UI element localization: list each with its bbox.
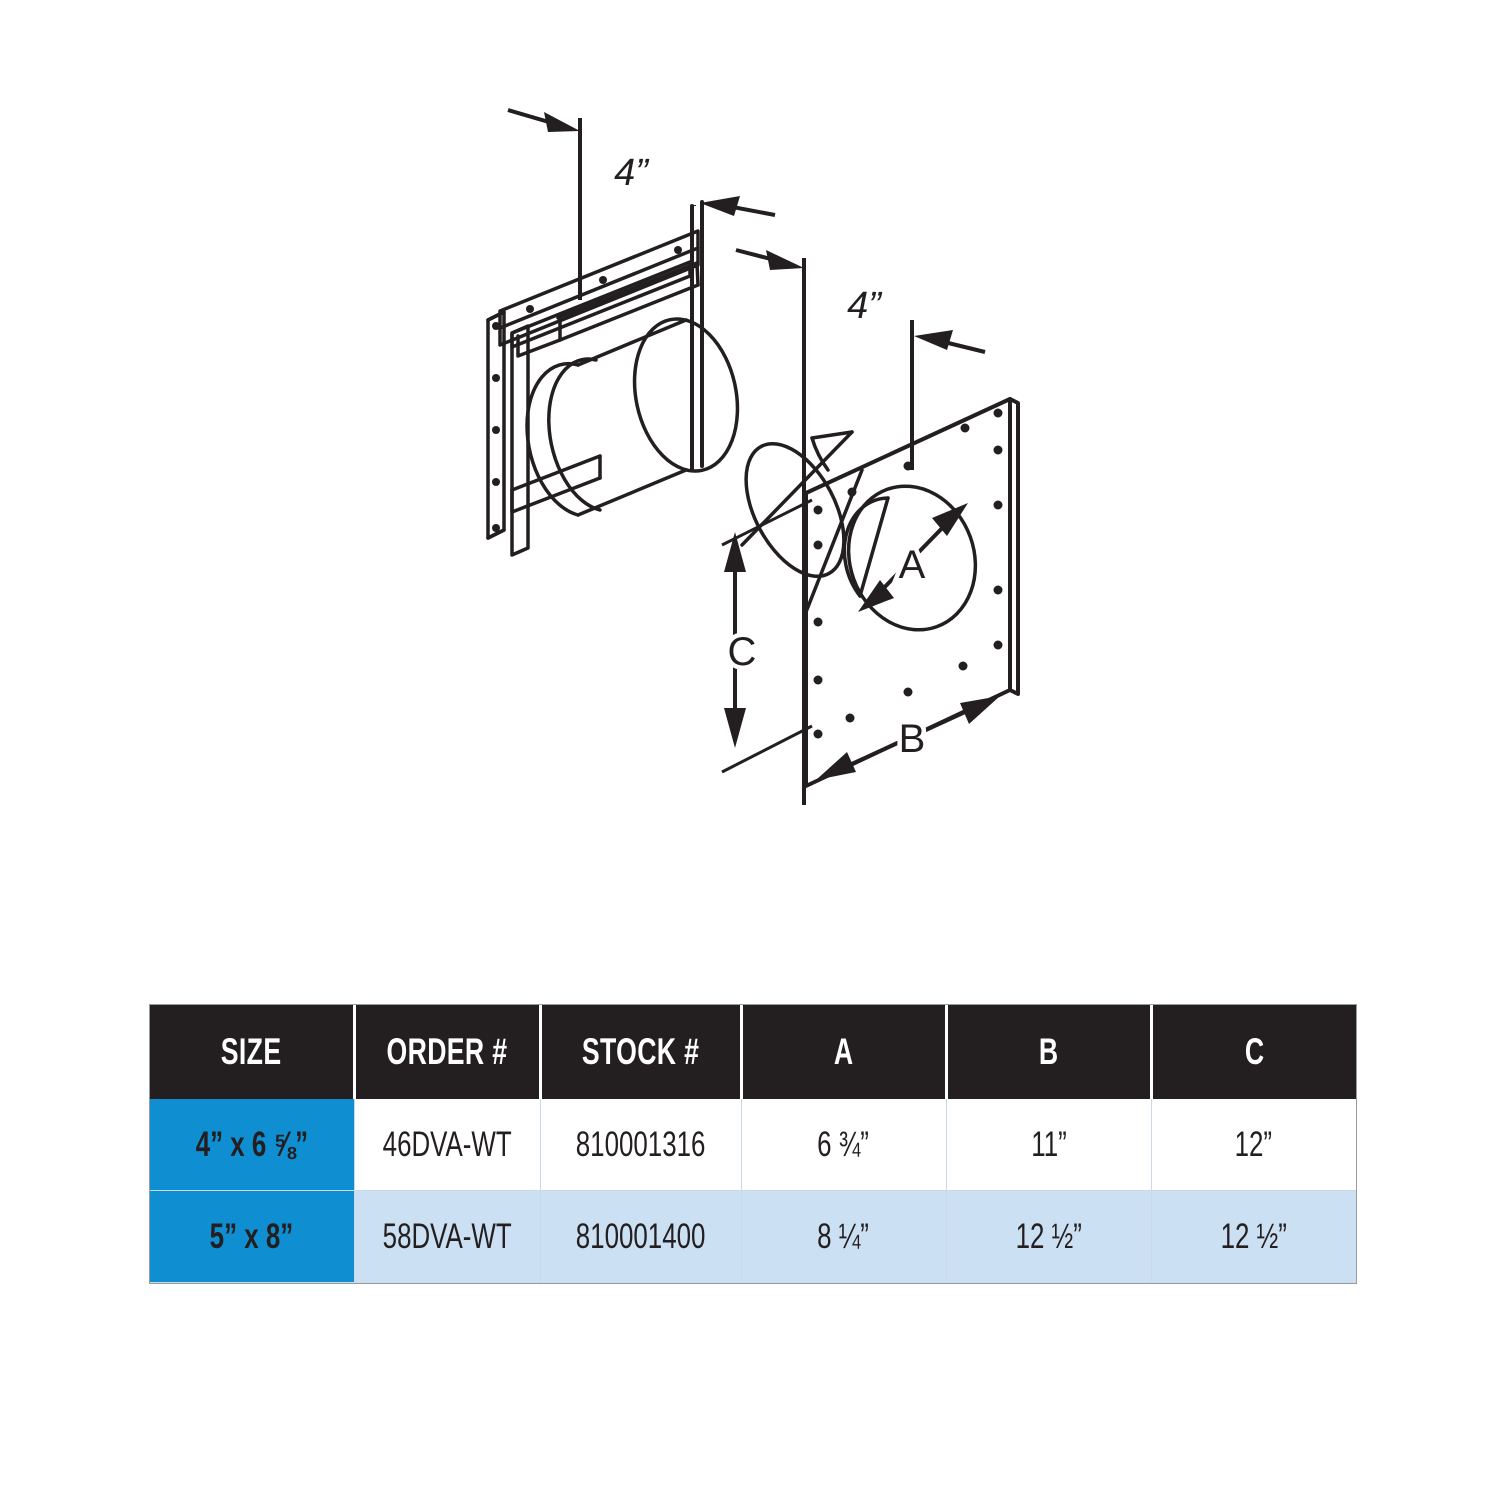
cell-c: 12 ½” xyxy=(1151,1190,1356,1283)
left-plate-screw-holes xyxy=(492,322,500,532)
column-header-c-label: C xyxy=(1244,1031,1265,1072)
dimension-label-A: A xyxy=(899,543,926,587)
column-header-stock-label: STOCK # xyxy=(581,1031,700,1072)
dimension-A: A xyxy=(858,503,968,612)
column-header-order-label: ORDER # xyxy=(386,1031,508,1072)
cell-a: 8 ¼” xyxy=(741,1190,947,1283)
cell-stock-value: 810001316 xyxy=(575,1124,706,1164)
dimension-label-4in-right: 4” xyxy=(847,285,883,327)
table-body: 4” x 6 ⅝” 46DVA-WT 810001316 6 ¾” 11” 12… xyxy=(150,1099,1356,1283)
cell-stock: 810001400 xyxy=(540,1190,742,1283)
cell-size: 5” x 8” xyxy=(150,1190,355,1283)
cell-a-value: 8 ¼” xyxy=(817,1216,870,1256)
wall-thimble-spec-table: SIZE ORDER # STOCK # A B C 4” x 6 ⅝” 46D… xyxy=(150,1005,1356,1283)
cell-order: 58DVA-WT xyxy=(354,1190,541,1283)
cell-order-value: 58DVA-WT xyxy=(382,1216,512,1256)
column-header-stock: STOCK # xyxy=(540,1005,743,1099)
wall-thimble-diagram: 4” 4” xyxy=(486,108,1020,805)
frame-right-post xyxy=(690,200,704,472)
table-header-row: SIZE ORDER # STOCK # A B C xyxy=(150,1005,1356,1099)
cell-size-value: 4” x 6 ⅝” xyxy=(195,1124,308,1164)
cell-order-value: 46DVA-WT xyxy=(382,1124,512,1164)
cell-a: 6 ¾” xyxy=(741,1099,947,1191)
dimension-C: C xyxy=(721,498,813,774)
cell-b-value: 12 ½” xyxy=(1015,1216,1082,1256)
cell-size-value: 5” x 8” xyxy=(209,1216,294,1256)
cell-a-value: 6 ¾” xyxy=(817,1124,870,1164)
diagram-svg: 4” 4” xyxy=(486,108,1020,805)
dimension-B: B xyxy=(816,696,1000,780)
column-header-a: A xyxy=(741,1005,948,1099)
column-header-size-label: SIZE xyxy=(220,1031,282,1072)
table-row: 4” x 6 ⅝” 46DVA-WT 810001316 6 ¾” 11” 12… xyxy=(150,1099,1356,1191)
wall-plate-right xyxy=(804,397,1020,788)
cell-stock-value: 810001400 xyxy=(575,1216,706,1256)
plate-opening-circle xyxy=(842,484,978,632)
table-row: 5” x 8” 58DVA-WT 810001400 8 ¼” 12 ½” 12… xyxy=(150,1190,1356,1283)
cell-c-value: 12 ½” xyxy=(1220,1216,1287,1256)
dimension-label-B: B xyxy=(899,717,926,761)
duct-cylinder-right xyxy=(740,430,864,614)
cell-c-value: 12” xyxy=(1235,1124,1273,1164)
column-header-a-label: A xyxy=(833,1031,854,1072)
cell-order: 46DVA-WT xyxy=(354,1099,541,1191)
spec-table-container: SIZE ORDER # STOCK # A B C 4” x 6 ⅝” 46D… xyxy=(150,1005,1356,1283)
cell-b: 12 ½” xyxy=(946,1190,1152,1283)
column-header-b-label: B xyxy=(1038,1031,1059,1072)
column-header-order: ORDER # xyxy=(354,1005,542,1099)
cell-b: 11” xyxy=(946,1099,1152,1191)
dimension-label-4in-left: 4” xyxy=(614,152,650,194)
table-header: SIZE ORDER # STOCK # A B C xyxy=(150,1005,1356,1099)
cell-size: 4” x 6 ⅝” xyxy=(150,1099,355,1191)
column-header-size: SIZE xyxy=(150,1005,356,1099)
cell-b-value: 11” xyxy=(1030,1124,1067,1164)
frame-inner-shelf xyxy=(516,261,700,358)
top-flange-screw-holes xyxy=(526,246,682,313)
cell-stock: 810001316 xyxy=(540,1099,742,1191)
column-header-b: B xyxy=(946,1005,1153,1099)
right-wall-plate-assembly xyxy=(740,397,1020,788)
right-plate-screw-holes xyxy=(813,408,1003,739)
frame-left-strut xyxy=(510,324,530,557)
dimension-4in-left: 4” xyxy=(507,108,776,300)
left-wall-thimble-assembly xyxy=(486,200,740,557)
column-header-c: C xyxy=(1151,1005,1356,1099)
dimension-label-C: C xyxy=(728,630,757,674)
cell-c: 12” xyxy=(1151,1099,1356,1191)
frame-top-flange xyxy=(498,229,700,347)
